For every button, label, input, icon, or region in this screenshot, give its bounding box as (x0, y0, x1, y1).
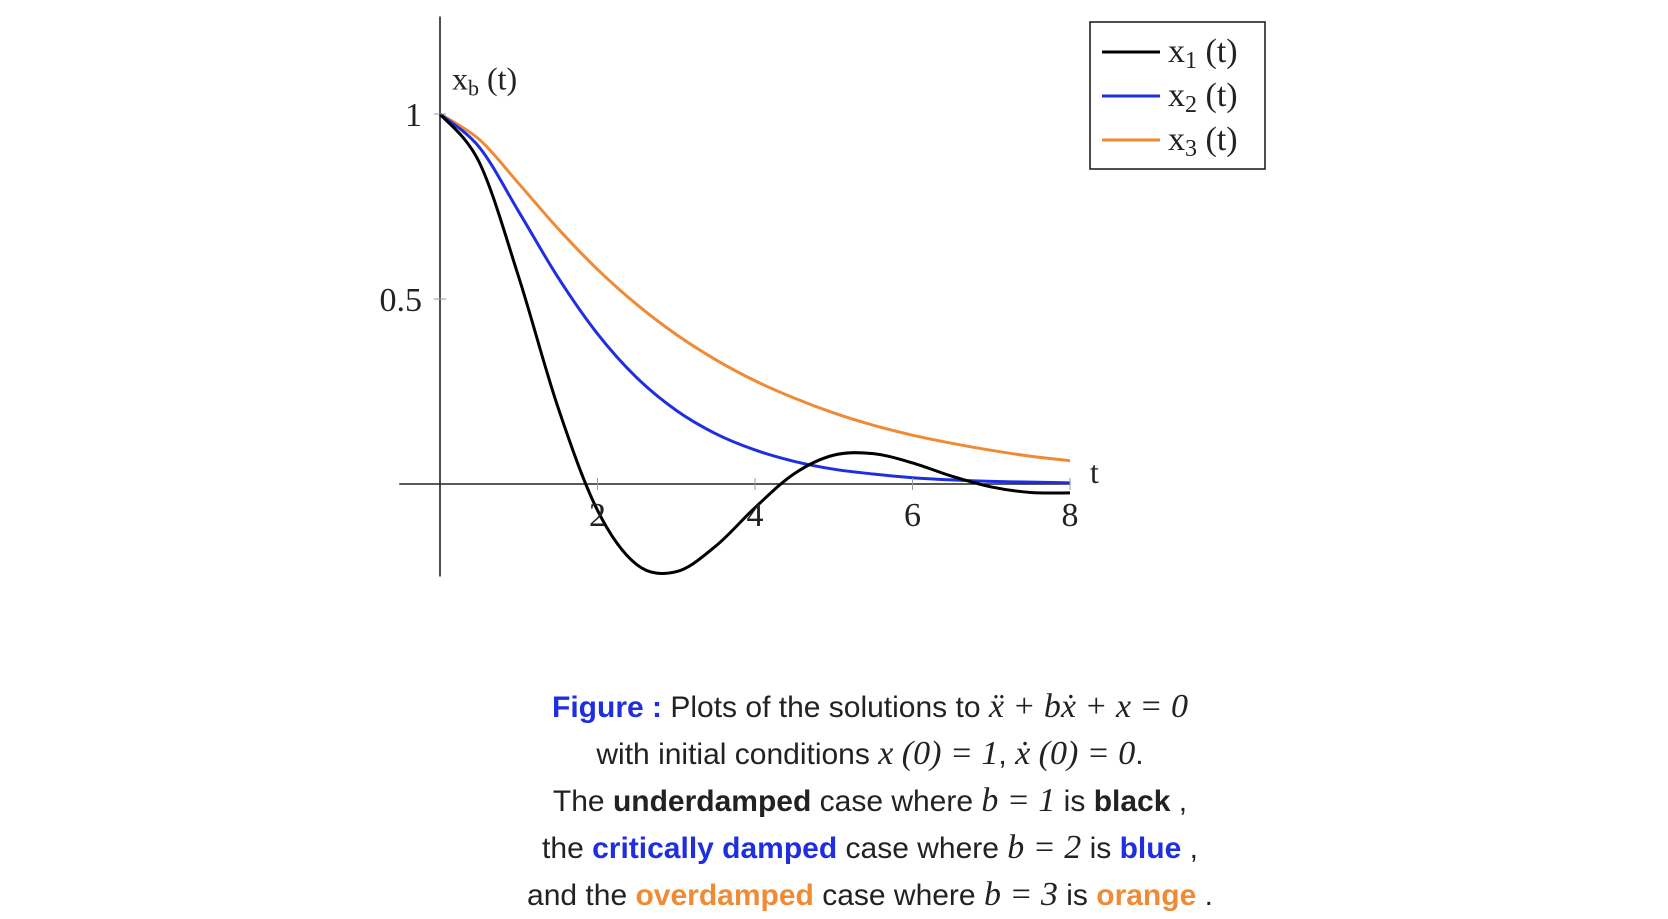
x-axis-title: t (1090, 454, 1099, 490)
x-tick-label: 8 (1062, 497, 1079, 534)
orange-keyword: orange (1096, 879, 1197, 912)
caption-text: and the (527, 879, 636, 912)
caption-text: is (1057, 879, 1097, 912)
series-line-1 (438, 113, 1071, 576)
solution-plot: xb (t) t 2 4 6 8 0.5 1 x1 (t)x2 (t)x3 (t) (380, 16, 1266, 577)
y-tick-label: 0.5 (380, 282, 423, 319)
caption-text: is (1055, 785, 1094, 818)
y-tick-label: 1 (405, 97, 422, 134)
figure-label: Figure : (552, 691, 663, 724)
caption-separator: , (998, 738, 1016, 771)
figure-caption: Figure : Plots of the solutions to ẍ + b… (0, 684, 1668, 919)
caption-text: The (552, 785, 613, 818)
initial-condition-position: x (0) = 1 (878, 735, 999, 772)
blue-keyword: blue (1119, 832, 1182, 865)
b-equals-3: b = 3 (983, 876, 1058, 913)
axes: xb (t) t (399, 16, 1099, 577)
legend-label-2: x2 (t) (1168, 77, 1238, 118)
caption-text: case where (813, 879, 984, 912)
black-keyword: black (1093, 785, 1171, 818)
x-tick-label: 4 (747, 497, 764, 534)
caption-line-1: Figure : Plots of the solutions to ẍ + b… (0, 684, 1668, 731)
legend: x1 (t)x2 (t)x3 (t) (1089, 21, 1266, 170)
underdamped-keyword: underdamped (612, 785, 812, 818)
series-line-2 (439, 112, 1071, 485)
caption-period: . (1135, 738, 1144, 771)
ticks-layer: 2 4 6 8 0.5 1 (380, 97, 1079, 534)
b-equals-1: b = 1 (981, 782, 1056, 819)
caption-line-5: and the overdamped case where b = 3 is o… (0, 872, 1668, 919)
caption-text: case where (837, 832, 1008, 865)
b-equals-2: b = 2 (1007, 829, 1082, 866)
caption-text: is (1081, 832, 1120, 865)
caption-text: with initial conditions (596, 738, 879, 771)
legend-label-3: x3 (t) (1168, 121, 1238, 162)
critically-damped-keyword: critically damped (592, 832, 838, 865)
initial-condition-velocity: ẋ (0) = 0 (1015, 735, 1136, 772)
series-layer (438, 112, 1071, 576)
caption-text: Plots of the solutions to (662, 691, 989, 724)
x-tick-label: 2 (589, 497, 606, 534)
equation: ẍ + bẋ + x = 0 (988, 688, 1188, 725)
caption-text: , (1181, 832, 1198, 865)
legend-label-1: x1 (t) (1168, 33, 1238, 74)
y-axis-title: xb (t) (452, 61, 517, 101)
caption-text: . (1196, 879, 1213, 912)
caption-line-2: with initial conditions x (0) = 1, ẋ (0)… (0, 731, 1668, 778)
caption-text: case where (811, 785, 982, 818)
series-line-3 (439, 112, 1071, 463)
caption-text: the (542, 832, 593, 865)
x-tick-label: 6 (904, 497, 921, 534)
caption-line-3: The underdamped case where b = 1 is blac… (0, 778, 1668, 825)
overdamped-keyword: overdamped (635, 879, 814, 912)
caption-line-4: the critically damped case where b = 2 i… (0, 825, 1668, 872)
caption-text: , (1170, 785, 1188, 818)
